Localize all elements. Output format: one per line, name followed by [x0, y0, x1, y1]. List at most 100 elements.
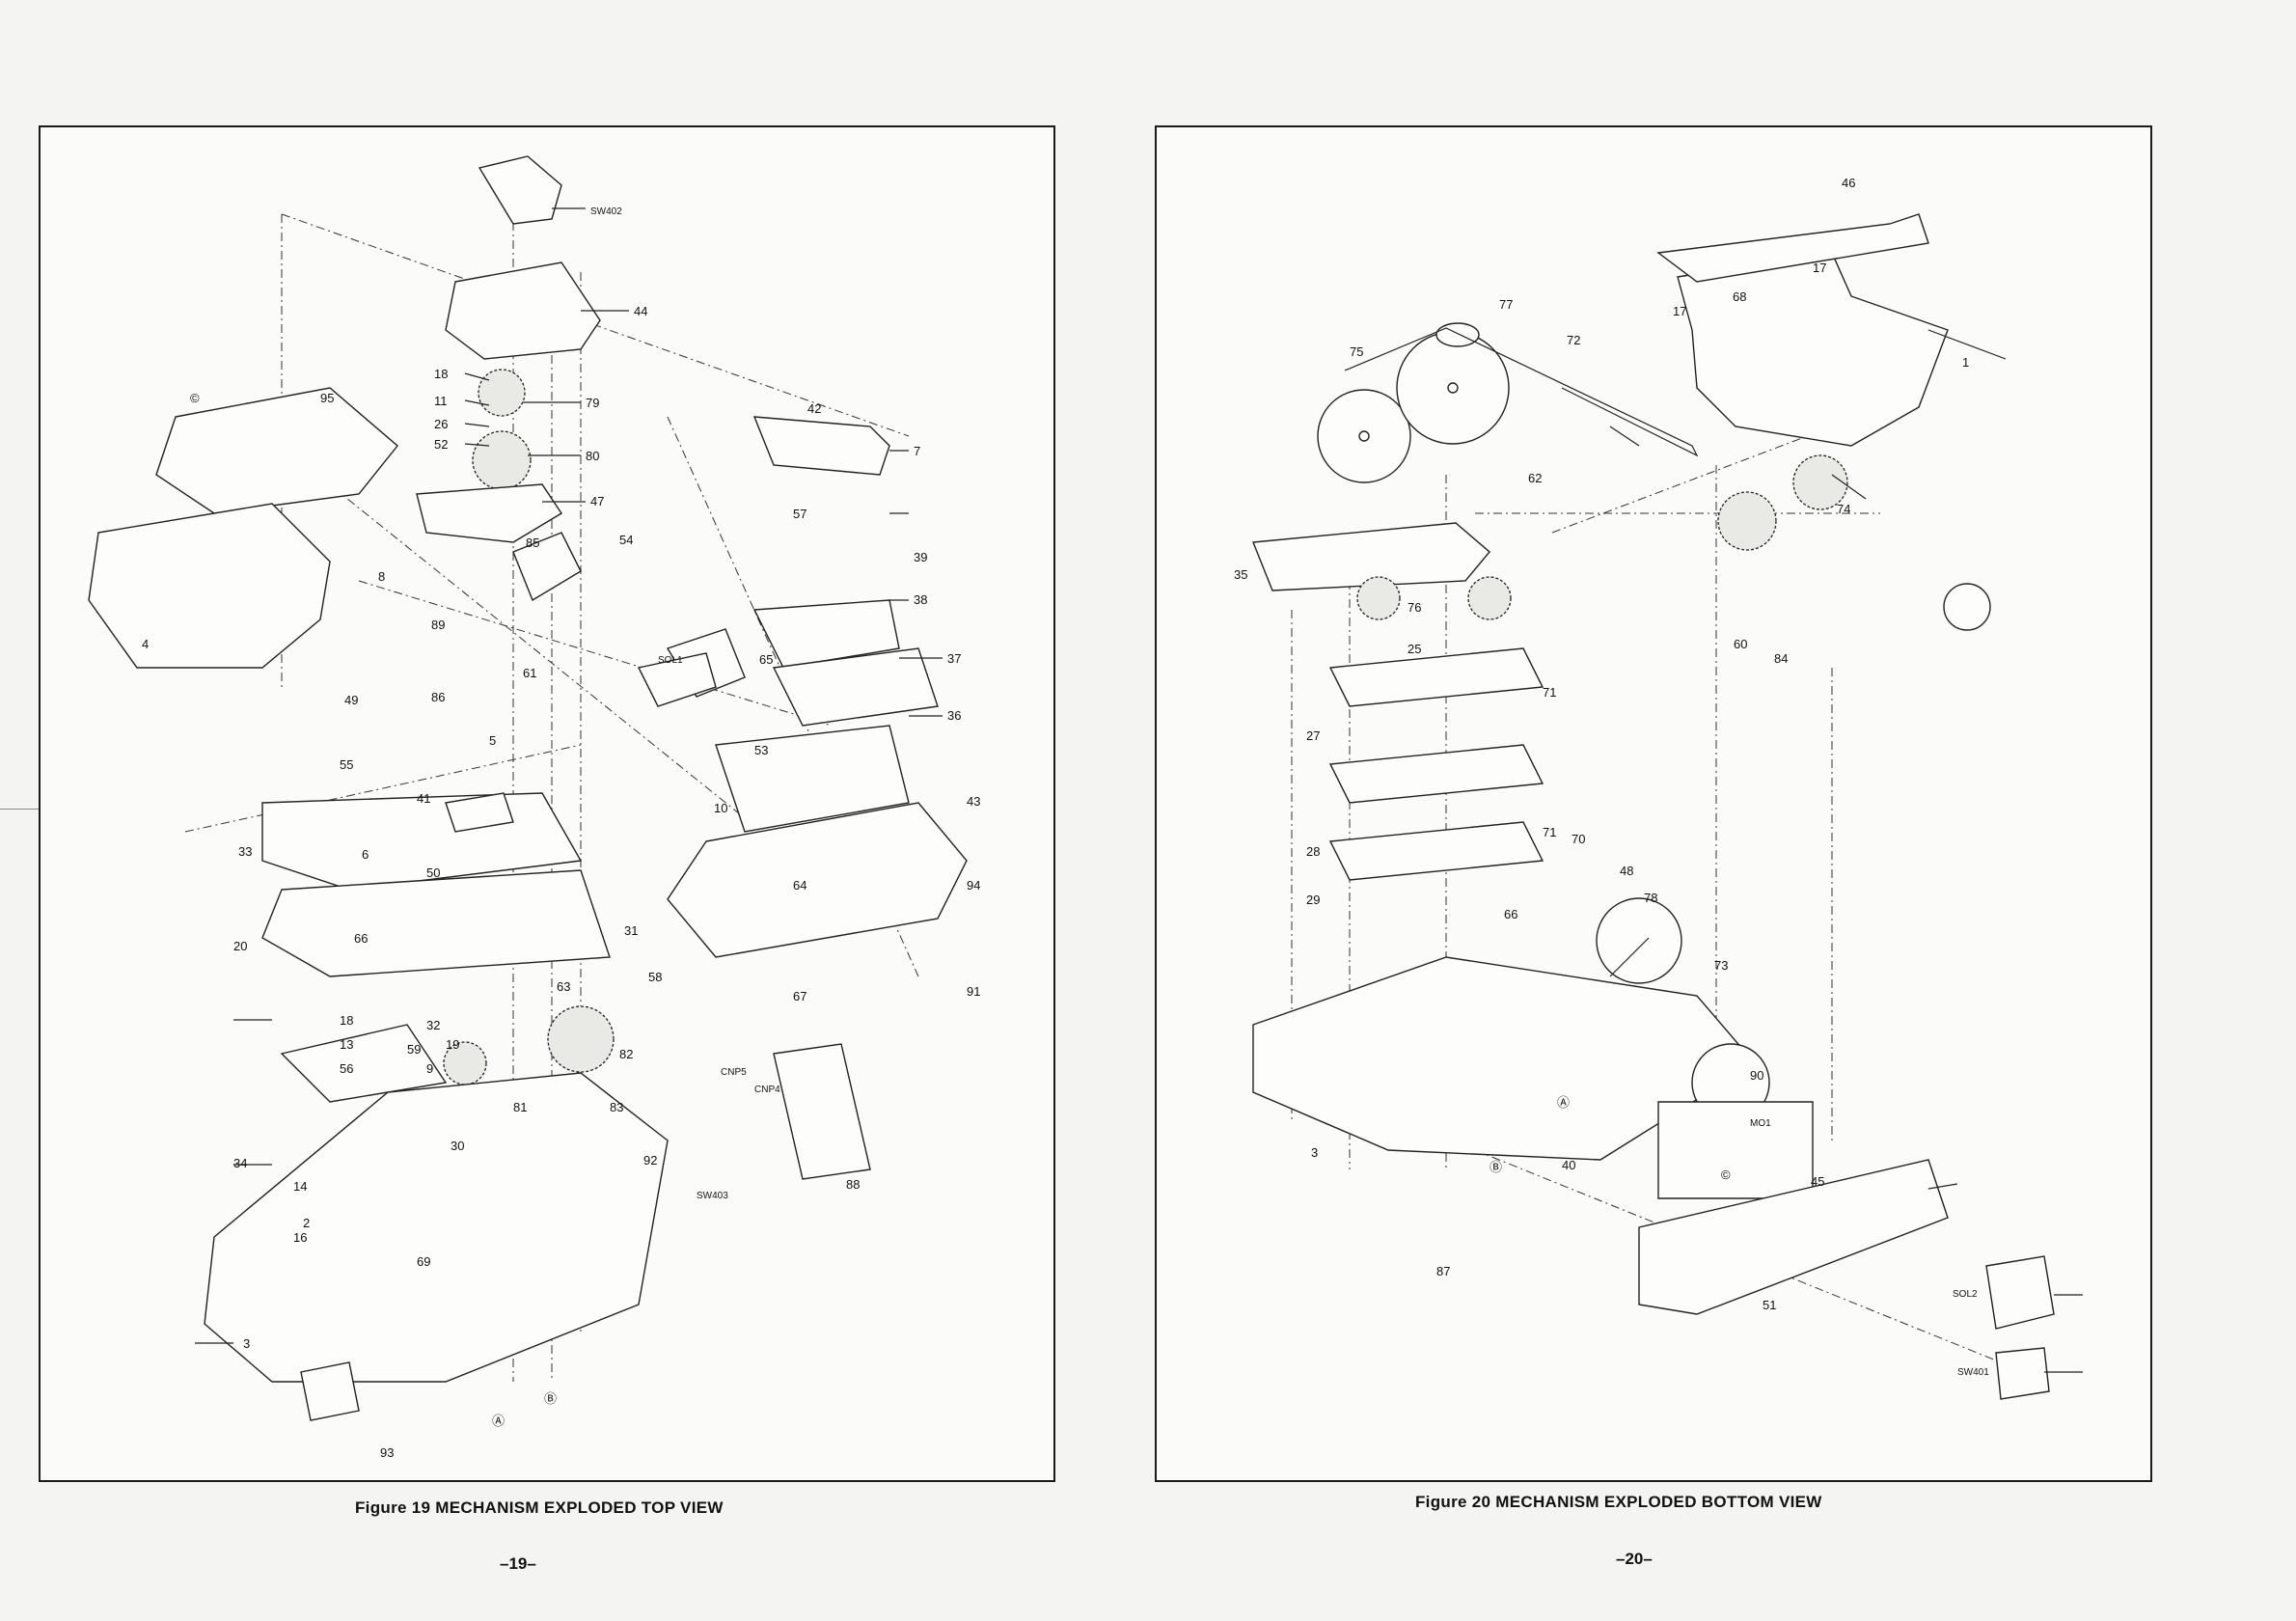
label: 63: [557, 979, 570, 994]
label: 82: [619, 1047, 633, 1061]
label: 26: [434, 417, 448, 431]
label: 64: [793, 878, 806, 893]
label: 42: [807, 401, 821, 416]
label: 28: [1306, 844, 1320, 859]
figure-19-panel: SW402 44 18 11 26 52 79 80 47 42 7 57 39…: [39, 125, 1055, 1482]
figure-20-panel: 46 17 17 68 1 77 72 75 62 74 35 76 25 60…: [1155, 125, 2152, 1482]
label: 33: [238, 844, 252, 859]
label: 10: [714, 801, 727, 815]
label: 67: [793, 989, 806, 1003]
label: 30: [451, 1139, 464, 1153]
label: 84: [1774, 651, 1788, 666]
label: CNP5: [721, 1067, 747, 1078]
label: 53: [754, 743, 768, 757]
label: 9: [426, 1061, 433, 1076]
label: 8: [378, 569, 385, 584]
label: 79: [586, 396, 599, 410]
label: 48: [1620, 864, 1633, 878]
label: 90: [1750, 1068, 1763, 1083]
page-number-20: –20–: [1616, 1550, 1653, 1568]
label: 2: [303, 1216, 310, 1230]
label: SOL2: [1953, 1289, 1978, 1300]
label: 92: [643, 1153, 657, 1168]
label: 58: [648, 970, 662, 984]
figure-19-caption: Figure 19 MECHANISM EXPLODED TOP VIEW: [355, 1498, 724, 1517]
scan-edge-line: [0, 809, 72, 810]
label: 49: [344, 693, 358, 707]
label: 17: [1673, 304, 1686, 318]
label: SOL1: [658, 655, 683, 666]
label: 18: [434, 367, 448, 381]
label: 16: [293, 1230, 307, 1245]
label: 75: [1350, 344, 1363, 359]
label: Ⓐ: [1557, 1095, 1570, 1110]
label: Ⓑ: [1490, 1160, 1502, 1174]
label: 83: [610, 1100, 623, 1114]
label: 91: [967, 984, 980, 999]
label: 88: [846, 1177, 860, 1192]
label: 71: [1543, 685, 1556, 700]
label: 37: [947, 651, 961, 666]
label: 85: [526, 536, 539, 550]
page-number-19: –19–: [500, 1554, 536, 1573]
label: 73: [1714, 958, 1728, 973]
label: 76: [1408, 600, 1421, 615]
label: SW401: [1957, 1367, 1989, 1378]
label: 41: [417, 791, 430, 806]
part-labels: SW402 44 18 11 26 52 79 80 47 42 7 57 39…: [142, 206, 980, 1460]
label: 39: [914, 550, 927, 564]
label: 6: [362, 847, 369, 862]
label: 94: [967, 878, 980, 893]
label: 1: [1962, 355, 1969, 370]
label: 54: [619, 533, 633, 547]
label: 4: [142, 637, 149, 651]
label: 13: [340, 1037, 353, 1052]
label: 7: [914, 444, 920, 458]
label: 38: [914, 592, 927, 607]
label: 57: [793, 507, 806, 521]
label: 80: [586, 449, 599, 463]
figure-20-caption: Figure 20 MECHANISM EXPLODED BOTTOM VIEW: [1415, 1493, 1822, 1511]
label: 52: [434, 437, 448, 452]
label: 69: [417, 1254, 430, 1269]
label: 72: [1567, 333, 1580, 347]
label: 35: [1234, 567, 1247, 582]
label: 14: [293, 1179, 307, 1194]
label: 17: [1813, 261, 1826, 275]
figure-19-drawing: SW402 44 18 11 26 52 79 80 47 42 7 57 39…: [88, 155, 980, 1460]
mechanism-parts: [1252, 213, 2055, 1400]
label: 46: [1842, 176, 1855, 190]
label: 66: [354, 931, 368, 946]
label: 87: [1436, 1264, 1450, 1278]
label: Ⓐ: [492, 1414, 505, 1428]
label: 61: [523, 666, 536, 680]
label: 89: [431, 618, 445, 632]
label: 86: [431, 690, 445, 704]
label: 44: [634, 304, 647, 318]
label: 25: [1408, 642, 1421, 656]
figure-20-drawing: 46 17 17 68 1 77 72 75 62 74 35 76 25 60…: [1234, 176, 2083, 1400]
label: 66: [1504, 907, 1517, 921]
label: ©: [1721, 1168, 1731, 1182]
label: 78: [1644, 891, 1657, 905]
label: ©: [190, 391, 200, 405]
label: 11: [434, 394, 448, 408]
label: 65: [759, 652, 773, 667]
leader-lines: [1609, 329, 2083, 1373]
label: 81: [513, 1100, 527, 1114]
label: Ⓑ: [544, 1391, 557, 1406]
label: 47: [590, 494, 604, 508]
label: 71: [1543, 825, 1556, 839]
label: 3: [1311, 1145, 1318, 1160]
label: 70: [1572, 832, 1585, 846]
label: 40: [1562, 1158, 1575, 1172]
label: 56: [340, 1061, 353, 1076]
label: 77: [1499, 297, 1513, 312]
label: 95: [320, 391, 334, 405]
label: MO1: [1750, 1118, 1771, 1129]
label: 31: [624, 923, 638, 938]
label: CNP4: [754, 1085, 780, 1095]
label: 36: [947, 708, 961, 723]
label: 51: [1763, 1298, 1776, 1312]
leader-lines: [195, 207, 943, 1344]
